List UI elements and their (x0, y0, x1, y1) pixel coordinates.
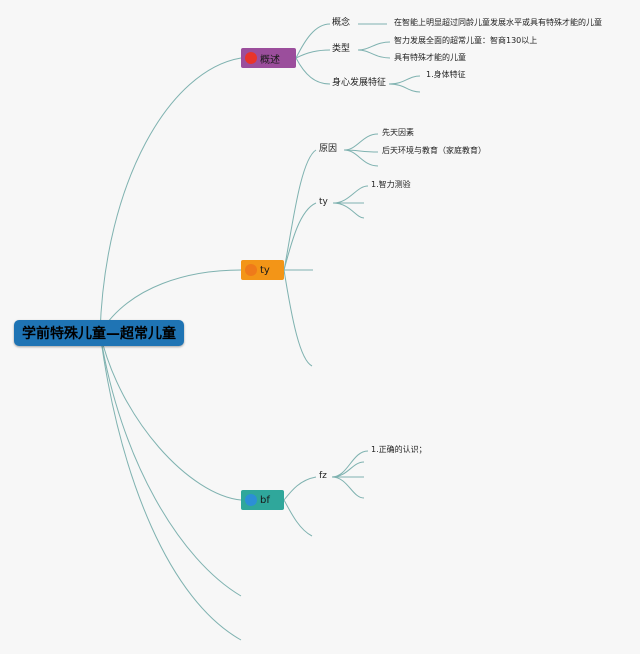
type-item[interactable]: 具有特殊才能的儿童 (394, 53, 466, 62)
topic-bf-label: bf (260, 494, 270, 506)
branch-type[interactable]: 类型 (332, 44, 351, 54)
priority-2-icon (245, 264, 257, 276)
topic-ty-label: ty (260, 264, 270, 276)
topic-bf[interactable]: bf (241, 490, 284, 510)
priority-1-icon (245, 52, 257, 64)
topic-ty[interactable]: ty (241, 260, 284, 280)
topic-overview-label: 概述 (260, 54, 280, 66)
branch-ty[interactable]: ty (319, 197, 328, 207)
concept-detail[interactable]: 在智能上明显超过同龄儿童发展水平或具有特殊才能的儿童 (394, 18, 602, 27)
branch-concept[interactable]: 概念 (332, 18, 351, 28)
cause-item[interactable]: 后天环境与教育（家庭教育） (382, 146, 486, 155)
topic-overview[interactable]: 概述 (241, 48, 296, 68)
cause-item[interactable]: 先天因素 (382, 128, 414, 137)
development-item[interactable]: 1.身体特征 (426, 70, 466, 79)
type-item[interactable]: 智力发展全面的超常儿童：智商130以上 (394, 36, 538, 45)
priority-3-icon (245, 494, 257, 506)
root-topic[interactable]: 学前特殊儿童—超常儿童 (14, 320, 184, 346)
fz-item[interactable]: 1.正确的认识； (371, 445, 427, 454)
ty-item[interactable]: 1.智力测验 (371, 180, 411, 189)
branch-development[interactable]: 身心发展特征 (332, 78, 387, 88)
branch-fz[interactable]: fz (319, 471, 327, 481)
branch-cause[interactable]: 原因 (319, 144, 338, 154)
root-topic-label: 学前特殊儿童—超常儿童 (22, 326, 176, 342)
